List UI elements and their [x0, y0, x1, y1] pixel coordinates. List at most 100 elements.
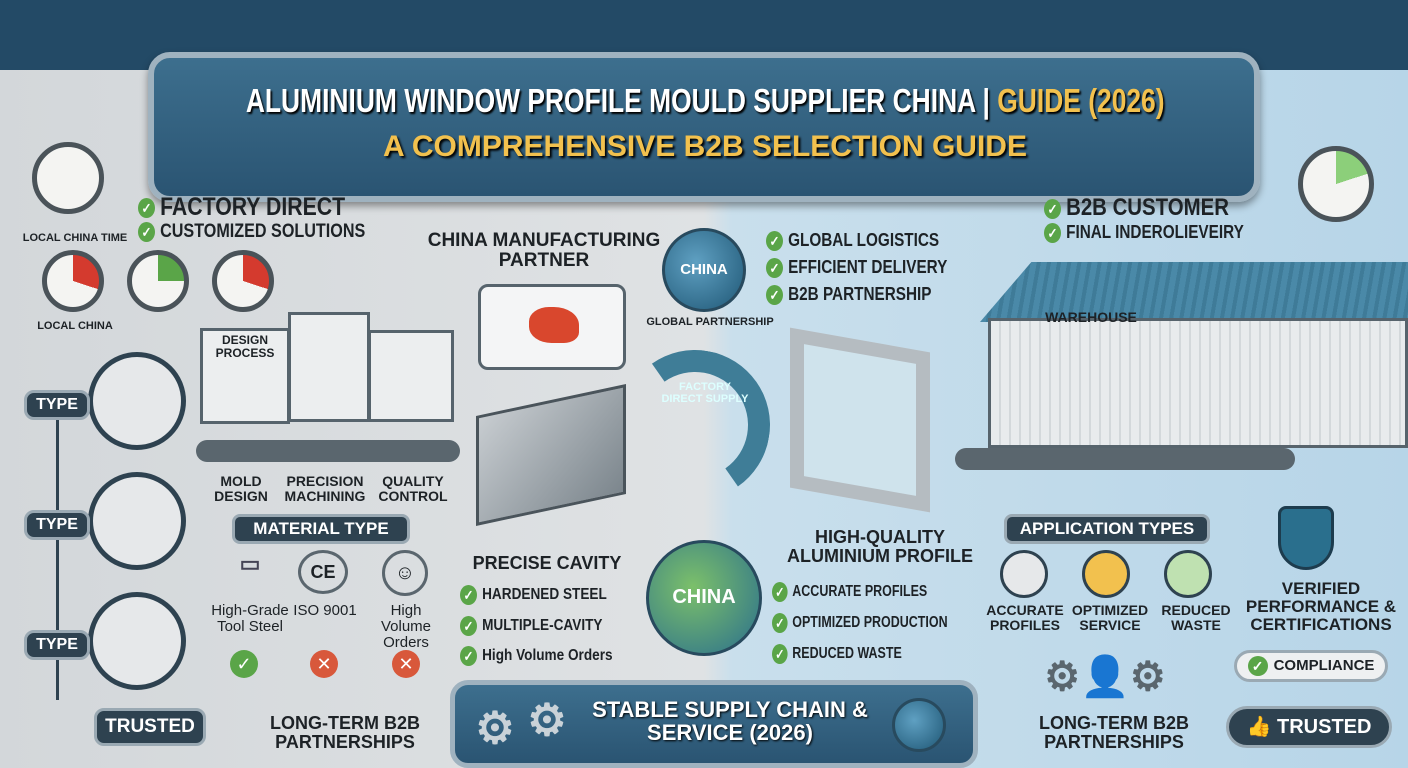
check-icon: ✓ — [138, 198, 155, 219]
factory-building — [288, 312, 370, 422]
step-label: PRECISION MACHINING — [284, 473, 366, 504]
page-title: ALUMINIUM WINDOW PROFILE MOULD SUPPLIER … — [160, 82, 1250, 122]
china-map-bubble — [478, 284, 626, 370]
check-item: ✓OPTIMIZED PRODUCTION — [772, 613, 948, 633]
check-icon: ✓ — [1247, 656, 1268, 677]
application-label: ACCURATE PROFILES — [986, 602, 1064, 633]
check-icon: ✓ — [1044, 223, 1061, 244]
check-icon: ✓ — [772, 613, 788, 633]
check-icon: ✓ — [460, 585, 477, 605]
check-icon: ✓ — [772, 644, 788, 664]
check-icon: ✓ — [766, 231, 783, 252]
connector-line — [56, 420, 59, 700]
design-process-label: DESIGN PROCESS — [215, 333, 275, 360]
verified-label: VERIFIED PERFORMANCE & CERTIFICATIONS — [1245, 579, 1397, 634]
clock-label: LOCAL CHINA TIME — [22, 232, 128, 244]
application-types-heading: APPLICATION TYPES — [1004, 514, 1210, 544]
recycle-icon — [1164, 550, 1212, 598]
partnership-label: LONG-TERM B2B PARTNERSHIPS — [1039, 713, 1189, 752]
supply-chain-banner — [450, 680, 978, 768]
material-label: High-Grade Tool Steel — [211, 602, 289, 635]
cable-icon — [88, 472, 186, 570]
check-icon: ✓ — [460, 646, 477, 666]
material-type-heading: MATERIAL TYPE — [232, 514, 410, 544]
clock-label: LOCAL CHINA — [37, 320, 113, 332]
ce-mark-icon: CE — [298, 550, 348, 594]
china-map-icon — [529, 307, 579, 343]
service-icon — [1082, 550, 1130, 598]
shield-icon — [1278, 506, 1334, 570]
check-icon: ✓ — [230, 650, 258, 678]
globe-icon — [892, 698, 946, 752]
warehouse-roof — [980, 262, 1408, 322]
check-item: ✓B2B PARTNERSHIP — [766, 284, 931, 306]
check-item: ✓ACCURATE PROFILES — [772, 582, 927, 602]
clock-icon — [212, 250, 274, 312]
warehouse-label: WAREHOUSE — [1045, 309, 1137, 325]
application-label: REDUCED WASTE — [1161, 602, 1231, 633]
clock-icon — [1298, 146, 1374, 222]
factory-building — [368, 330, 454, 422]
type-label: TYPE — [24, 630, 90, 660]
check-icon: ✓ — [138, 221, 155, 242]
page-subtitle: A COMPREHENSIVE B2B SELECTION GUIDE — [383, 130, 1027, 163]
warehouse-building — [988, 318, 1408, 448]
profile-heading: HIGH-QUALITY ALUMINIUM PROFILE — [787, 527, 973, 566]
design-board — [200, 328, 290, 424]
cross-icon: ✕ — [310, 650, 338, 678]
check-item: ✓EFFICIENT DELIVERY — [766, 257, 947, 279]
check-item: ✓B2B CUSTOMER — [1044, 194, 1229, 222]
check-item: ✓GLOBAL LOGISTICS — [766, 230, 939, 252]
people-icon: ☺ — [382, 550, 428, 596]
title-main: ALUMINIUM WINDOW PROFILE MOULD SUPPLIER … — [245, 82, 998, 119]
partnership-label: LONG-TERM B2B PARTNERSHIPS — [270, 713, 420, 752]
cross-icon: ✕ — [392, 650, 420, 678]
partner-heading: CHINA MANUFACTURING PARTNER — [427, 230, 661, 271]
clock-icon — [42, 250, 104, 312]
material-label: ISO 9001 — [293, 602, 357, 619]
conveyor-belt — [196, 440, 460, 462]
check-item: ✓MULTIPLE-CAVITY — [460, 616, 602, 636]
trusted-badge: TRUSTED — [94, 708, 206, 746]
check-item: ✓REDUCED WASTE — [772, 644, 902, 664]
profile-icon — [1000, 550, 1048, 598]
check-item: ✓HARDENED STEEL — [460, 585, 607, 605]
step-label: QUALITY CONTROL — [378, 473, 448, 504]
globe-icon: CHINA — [662, 228, 746, 312]
aluminium-profile-image — [790, 327, 930, 513]
title-accent: GUIDE (2026) — [997, 82, 1165, 119]
supply-chain-text: STABLE SUPPLY CHAIN & SERVICE (2026) — [592, 697, 868, 746]
check-item: ✓High Volume Orders — [460, 646, 613, 666]
trusted-badge: 👍 TRUSTED — [1226, 706, 1392, 748]
material-label: High Volume Orders — [380, 602, 432, 651]
check-item: ✓CUSTOMIZED SOLUTIONS — [138, 221, 365, 243]
compliance-badge: ✓COMPLIANCE — [1234, 650, 1388, 682]
arrow-label: FACTORY DIRECT SUPPLY — [661, 381, 749, 405]
check-icon: ✓ — [1044, 198, 1061, 219]
title-line: ALUMINIUM WINDOW PROFILE MOULD SUPPLIER … — [246, 82, 1165, 122]
clock-icon — [32, 142, 104, 214]
gear-icon: ⚙ — [527, 696, 567, 745]
application-label: OPTIMIZED SERVICE — [1071, 602, 1149, 633]
steel-bar-icon: ▭ — [239, 551, 261, 576]
globe-icon: CHINA — [646, 540, 762, 656]
cavity-heading: PRECISE CAVITY — [472, 553, 622, 573]
thumbs-up-icon — [88, 592, 186, 690]
thumbs-up-icon: 👍 — [1246, 716, 1277, 738]
check-item: ✓FINAL INDEROLIEVEIRY — [1044, 222, 1244, 244]
mould-block — [476, 384, 626, 526]
check-icon: ✓ — [460, 616, 477, 636]
supply-arrow — [608, 338, 782, 512]
type-label: TYPE — [24, 390, 90, 420]
type-label: TYPE — [24, 510, 90, 540]
clock-icon — [127, 250, 189, 312]
gear-icon: ⚙ — [475, 704, 515, 753]
business-person-gears-icon: ⚙👤⚙ — [1044, 655, 1166, 699]
conveyor-belt — [955, 448, 1295, 470]
title-banner — [148, 52, 1260, 202]
pipe-fitting-icon — [88, 352, 186, 450]
globe-label: GLOBAL PARTNERSHIP — [646, 316, 774, 328]
check-item: ✓FACTORY DIRECT — [138, 193, 345, 222]
step-label: MOLD DESIGN — [214, 473, 268, 504]
check-icon: ✓ — [766, 258, 783, 279]
